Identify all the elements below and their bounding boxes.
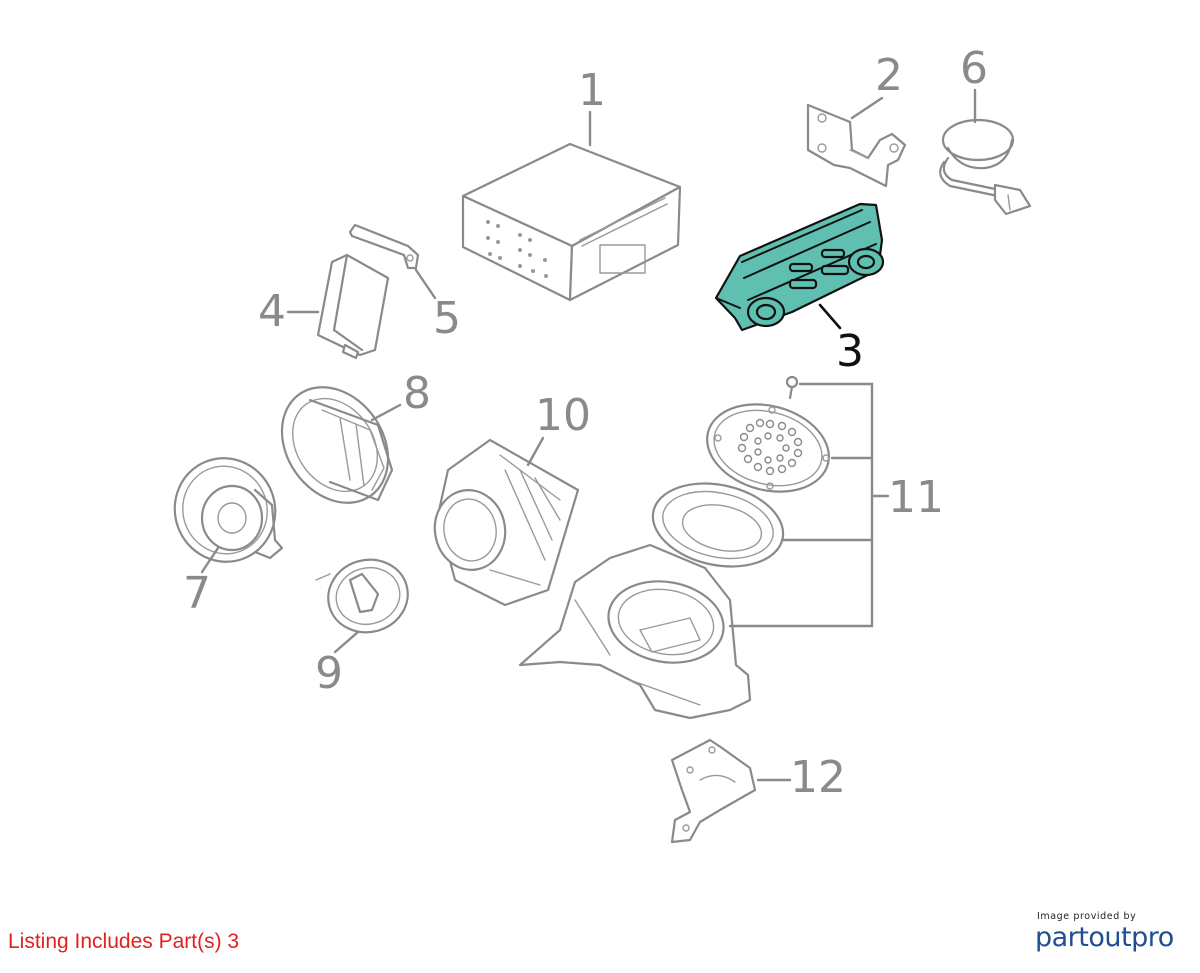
part-4-module bbox=[316, 253, 390, 360]
part-8-speaker bbox=[280, 386, 394, 504]
callout-9: 9 bbox=[315, 648, 343, 699]
credit-caption: Image provided by bbox=[1037, 911, 1137, 922]
callout-2: 2 bbox=[875, 50, 903, 101]
part-3-control-panel bbox=[714, 202, 885, 332]
leader-8 bbox=[370, 403, 402, 422]
part-9-speaker bbox=[315, 558, 409, 634]
part-10-enclosure bbox=[433, 438, 580, 607]
image-credit: Image provided by partoutpro bbox=[1035, 911, 1185, 954]
part-7-speaker bbox=[173, 457, 284, 563]
part-11-gasket bbox=[651, 482, 785, 568]
callout-12: 12 bbox=[790, 752, 846, 803]
leader-7 bbox=[200, 546, 220, 574]
callout-5: 5 bbox=[433, 293, 461, 344]
leader-10 bbox=[526, 436, 545, 467]
callout-7: 7 bbox=[183, 568, 211, 619]
part-11-housing bbox=[518, 543, 752, 720]
callout-1: 1 bbox=[578, 65, 606, 116]
leader-3 bbox=[818, 303, 842, 330]
leader-9 bbox=[333, 630, 360, 654]
leader-11 bbox=[728, 382, 890, 628]
part-11-grille bbox=[706, 403, 830, 493]
callout-6: 6 bbox=[960, 43, 988, 94]
callout-3: 3 bbox=[836, 326, 864, 377]
part-5-bracket bbox=[348, 223, 420, 270]
callout-4: 4 bbox=[258, 286, 286, 337]
part-1-radio-unit bbox=[461, 142, 682, 302]
part-11-screw bbox=[785, 375, 799, 400]
part-2-bracket bbox=[806, 103, 907, 188]
callout-8: 8 bbox=[403, 368, 431, 419]
part-12-bracket bbox=[670, 738, 757, 844]
part-6-sensor bbox=[939, 118, 1032, 216]
partoutpro-logo: partoutpro bbox=[1035, 922, 1174, 953]
leader-5 bbox=[414, 268, 437, 300]
callout-10: 10 bbox=[535, 390, 591, 441]
part-11-assembly bbox=[518, 375, 830, 720]
callout-11: 11 bbox=[888, 472, 944, 523]
listing-note: Listing Includes Part(s) 3 bbox=[8, 930, 240, 953]
leader-2 bbox=[850, 96, 884, 120]
